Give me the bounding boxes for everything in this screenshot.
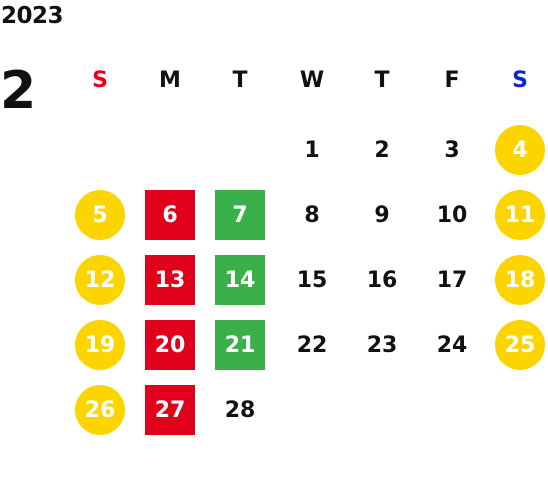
day-cell-10[interactable]: 10 bbox=[436, 202, 468, 228]
day-cell-25[interactable]: 25 bbox=[495, 320, 545, 370]
day-cell-13[interactable]: 13 bbox=[145, 255, 195, 305]
day-cell-23[interactable]: 23 bbox=[366, 332, 398, 358]
day-cell-17[interactable]: 17 bbox=[436, 267, 468, 293]
day-cell-22[interactable]: 22 bbox=[296, 332, 328, 358]
day-cell-18[interactable]: 18 bbox=[495, 255, 545, 305]
day-cell-8[interactable]: 8 bbox=[304, 202, 320, 228]
year-label: 2023 bbox=[1, 3, 64, 29]
day-cell-4[interactable]: 4 bbox=[495, 125, 545, 175]
day-cell-5[interactable]: 5 bbox=[75, 190, 125, 240]
day-cell-15[interactable]: 15 bbox=[296, 267, 328, 293]
weekday-header-3: W bbox=[299, 67, 325, 93]
weekday-header-6: S bbox=[512, 67, 528, 93]
day-cell-3[interactable]: 3 bbox=[444, 137, 460, 163]
day-cell-7[interactable]: 7 bbox=[215, 190, 265, 240]
day-cell-20[interactable]: 20 bbox=[145, 320, 195, 370]
weekday-header-4: T bbox=[374, 67, 390, 93]
day-cell-28[interactable]: 28 bbox=[224, 397, 256, 423]
day-cell-19[interactable]: 19 bbox=[75, 320, 125, 370]
weekday-header-1: M bbox=[159, 67, 181, 93]
day-cell-26[interactable]: 26 bbox=[75, 385, 125, 435]
day-cell-21[interactable]: 21 bbox=[215, 320, 265, 370]
day-cell-24[interactable]: 24 bbox=[436, 332, 468, 358]
day-cell-14[interactable]: 14 bbox=[215, 255, 265, 305]
month-number: 2 bbox=[0, 61, 37, 121]
weekday-header-0: S bbox=[92, 67, 108, 93]
day-cell-12[interactable]: 12 bbox=[75, 255, 125, 305]
day-cell-16[interactable]: 16 bbox=[366, 267, 398, 293]
day-cell-2[interactable]: 2 bbox=[374, 137, 390, 163]
day-cell-6[interactable]: 6 bbox=[145, 190, 195, 240]
day-cell-27[interactable]: 27 bbox=[145, 385, 195, 435]
day-cell-9[interactable]: 9 bbox=[374, 202, 390, 228]
weekday-header-2: T bbox=[232, 67, 248, 93]
day-cell-11[interactable]: 11 bbox=[495, 190, 545, 240]
weekday-header-5: F bbox=[444, 67, 460, 93]
day-cell-1[interactable]: 1 bbox=[304, 137, 320, 163]
